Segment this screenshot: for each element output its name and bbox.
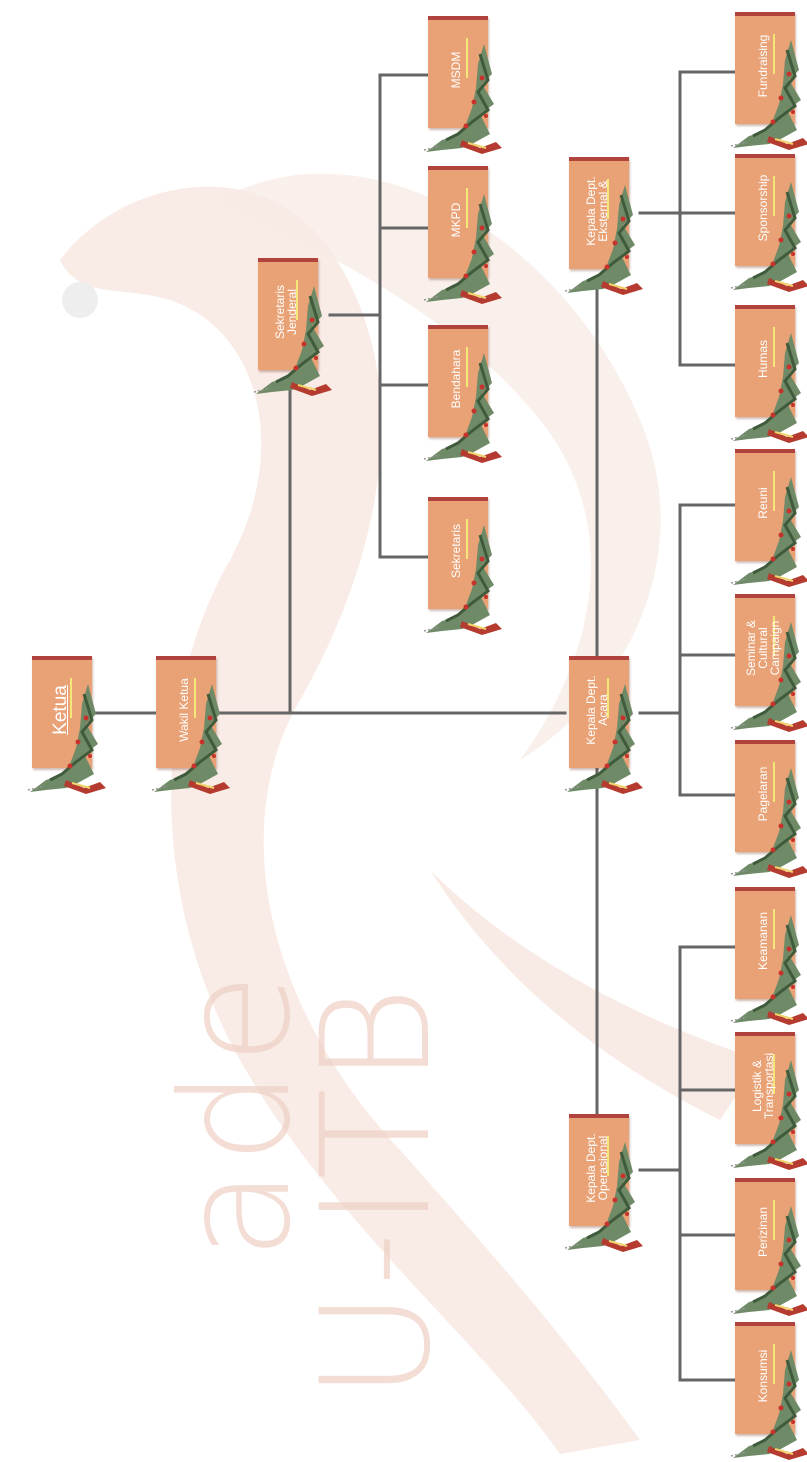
card-kepala-dept-operasional: Kepala Dept. Operasional <box>563 1112 641 1252</box>
card-bendahara: Bendahara <box>422 323 500 463</box>
card-seminar-cultural-campaign: Seminar & Cultural Campaign <box>729 592 807 732</box>
node-label-fundraising: Fundraising <box>738 11 788 121</box>
node-label-seminar-cultural-campaign: Seminar & Cultural Campaign <box>738 593 788 703</box>
node-label-sponsorship: Sponsorship <box>738 153 788 263</box>
card-fundraising: Fundraising <box>729 10 807 150</box>
card-logistik-transportasi: Logistik & Transportasi <box>729 1030 807 1170</box>
card-ketua: Ketua <box>26 654 104 794</box>
card-konsumsi: Konsumsi <box>729 1320 807 1460</box>
node-label-perizinan: Perizinan <box>738 1177 788 1287</box>
node-label-reuni: Reuni <box>738 448 788 558</box>
card-sponsorship: Sponsorship <box>729 152 807 292</box>
card-reuni: Reuni <box>729 447 807 587</box>
node-label-sekretaris: Sekretaris <box>431 496 481 606</box>
node-label-kepala-dept-eksternal: Kepala Dept. Eksternal & <box>572 156 622 266</box>
node-label-humas: Humas <box>738 304 788 414</box>
card-mkpd: MKPD <box>422 164 500 304</box>
node-label-sekretaris-jenderal: Sekretaris Jenderal <box>261 257 311 367</box>
node-label-pagelaran: Pagelaran <box>738 739 788 849</box>
card-keamanan: Keamanan <box>729 885 807 1025</box>
node-label-mkpd: MKPD <box>431 165 481 275</box>
card-kepala-dept-acara: Kepala Dept. Acara <box>563 654 641 794</box>
node-label-logistik-transportasi: Logistik & Transportasi <box>738 1031 788 1141</box>
card-sekretaris: Sekretaris <box>422 495 500 635</box>
card-kepala-dept-eksternal: Kepala Dept. Eksternal & <box>563 155 641 295</box>
card-humas: Humas <box>729 303 807 443</box>
node-label-kepala-dept-operasional: Kepala Dept. Operasional <box>572 1113 622 1223</box>
node-label-bendahara: Bendahara <box>431 324 481 434</box>
card-perizinan: Perizinan <box>729 1176 807 1316</box>
node-label-konsumsi: Konsumsi <box>738 1321 788 1431</box>
card-wakil-ketua: Wakil Ketua <box>150 654 228 794</box>
node-label-kepala-dept-acara: Kepala Dept. Acara <box>572 655 622 765</box>
node-label-ketua: Ketua <box>35 655 85 765</box>
node-label-wakil-ketua: Wakil Ketua <box>159 655 209 765</box>
card-msdm: MSDM <box>422 14 500 154</box>
card-sekretaris-jenderal: Sekretaris Jenderal <box>252 256 330 396</box>
node-label-keamanan: Keamanan <box>738 886 788 996</box>
node-label-msdm: MSDM <box>431 15 481 125</box>
card-pagelaran: Pagelaran <box>729 738 807 878</box>
